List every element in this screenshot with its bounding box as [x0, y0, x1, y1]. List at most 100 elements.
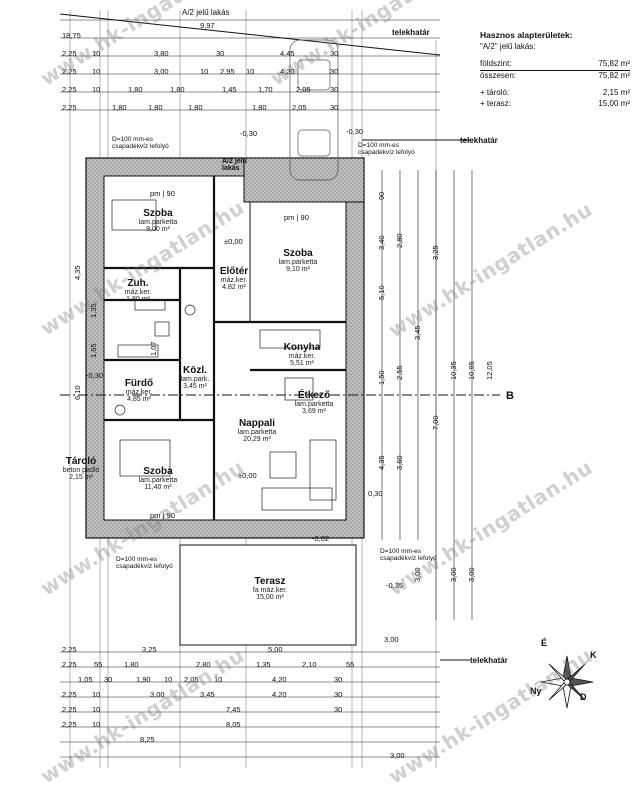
room-floor: lam.parketta: [278, 259, 318, 266]
summary-row: + terasz: 15,00 m²: [480, 99, 630, 108]
room-floor: lam.park.: [180, 376, 210, 383]
room-name: Zuh.: [127, 278, 149, 289]
dim-top-row3-c: 3,00: [154, 67, 169, 76]
room-name: Konyha: [283, 342, 321, 353]
dim-bottom-r5-b: 10: [92, 705, 101, 714]
room-area: 9,00 m²: [146, 226, 170, 233]
dim-bottom-r3-h: 30: [334, 675, 343, 684]
terrace-outline: [179, 544, 357, 646]
dim-bottom-r2-a: 2,25: [62, 660, 77, 669]
dim-bottom-r3-d: 10: [164, 675, 173, 684]
dim-top-row3-a: 2,25: [62, 67, 77, 76]
room-tarolo: Tároló beton padló 2,15 m²: [56, 456, 106, 481]
compass-south: D: [580, 692, 587, 702]
dim-bottom-r3-f: 10: [214, 675, 223, 684]
room-floor: lam.parketta: [237, 429, 277, 436]
floor-plan-drawing: [59, 10, 594, 768]
dim-bottom-r2-b: 55: [94, 660, 103, 669]
summary-row: + tároló: 2,15 m²: [480, 88, 630, 97]
level-main: ±0,00: [238, 471, 257, 480]
dim-bottom-r4-f: 30: [334, 690, 343, 699]
summary-row: összesen: 75,82 m²: [480, 70, 630, 80]
room-area: 4,85 m²: [127, 396, 151, 403]
dim-bottom-r2-g: 55: [346, 660, 355, 669]
dimension-lines-right: [381, 170, 473, 620]
room-area: 2,15 m²: [69, 474, 93, 481]
room-furdo: Fürdő máz.ker. 4,85 m²: [104, 378, 174, 403]
dim-bottom-r1-b: 3,25: [142, 645, 157, 654]
boundary-label-top: telekhatár: [392, 28, 430, 37]
room-floor: máz.ker.: [220, 277, 248, 284]
summary-row-label: összesen:: [480, 71, 517, 80]
dim-top-row4-b: 10: [92, 85, 101, 94]
dim-top-row4b-e: 1,80: [252, 103, 267, 112]
car-outline: [289, 39, 339, 181]
room-name: Étkező: [297, 390, 331, 401]
dim-top-row3-b: 10: [92, 67, 101, 76]
room-area: 11,40 m²: [144, 484, 172, 491]
room-name: Tároló: [65, 456, 97, 467]
gutter-note-1: D=100 mm-es csapadékvíz lefolyó: [112, 136, 169, 151]
dim-right-col1-c: 5,10: [377, 285, 386, 300]
dim-right-col1-e: 4,35: [377, 455, 386, 470]
dim-bottom-r3-c: 1,90: [136, 675, 151, 684]
dim-top-row3-h: 30: [330, 67, 339, 76]
level-plus030: 0,30: [368, 489, 383, 498]
room-szoba-1: Szoba lam.parketta 9,00 m²: [108, 208, 208, 233]
dim-right-col1-d: 1,50: [377, 370, 386, 385]
dim-top-row3-e: 2,95: [220, 67, 235, 76]
dim-right-col3-b: 7,00: [431, 415, 440, 430]
pm-label-1: pm | 90: [150, 189, 175, 198]
dim-top-row4-c: 1,80: [128, 85, 143, 94]
summary-title: Hasznos alapterületek:: [480, 30, 573, 40]
room-name: Fürdő: [124, 378, 154, 389]
room-name: Szoba: [143, 466, 173, 477]
dim-top-total: 18,75: [62, 31, 81, 40]
dim-right-col2-c: 3,60: [395, 455, 404, 470]
dim-right-col5-a: 10,95: [467, 361, 476, 380]
dim-top-row4-e: 1,45: [222, 85, 237, 94]
dim-right-col1-a: 90: [377, 191, 386, 200]
room-kozlekedo: Közl. lam.park. 3,45 m²: [172, 365, 218, 390]
dim-bottom-r7-a: 8,25: [140, 735, 155, 744]
room-konyha: Konyha máz.ker. 5,51 m²: [258, 342, 346, 367]
room-floor: lam.parketta: [294, 401, 334, 408]
room-area: 5,51 m²: [290, 360, 314, 367]
dim-bottom-r4-c: 3,00: [150, 690, 165, 699]
dim-top-row2-d: 30: [216, 49, 225, 58]
dim-top-row4b-d: 1,80: [188, 103, 203, 112]
room-area: 3,45 m²: [183, 383, 207, 390]
dim-top-row4-d: 1,80: [170, 85, 185, 94]
dim-bottom-r4-d: 3,45: [200, 690, 215, 699]
dim-right-col2-b: 2,55: [395, 365, 404, 380]
summary-row-value: 15,00 m²: [598, 99, 630, 108]
dim-bottom-r3-e: 2,05: [184, 675, 199, 684]
dim-bottom-r5-c: 7,45: [226, 705, 241, 714]
furniture: [111, 199, 337, 511]
summary-row-label: földszint:: [480, 59, 512, 68]
dim-bottom-r2-c: 1,80: [124, 660, 139, 669]
dim-bottom-r8-a: 3,00: [390, 751, 405, 760]
gutter-note-4: D=100 mm-es csapadékvíz lefolyó: [380, 548, 437, 563]
apartment-title: A/2 jelű lakás: [182, 8, 230, 17]
neighbor-apartment-label: A/2 jelű lakás: [222, 158, 247, 172]
dim-top-row4b-a: 2,25: [62, 103, 77, 112]
room-floor: lam.parketta: [138, 219, 178, 226]
level-left: -0,30: [86, 371, 104, 380]
dim-bottom-r3-a: 1,05: [78, 675, 93, 684]
dim-bottom-r1-c: 5,00: [268, 645, 283, 654]
room-area: 9,10 m²: [286, 266, 310, 273]
room-floor: fa máz.ker.: [252, 587, 288, 594]
dim-bottom-r3-b: 30: [104, 675, 113, 684]
dim-right-col5-b: 12,05: [485, 361, 494, 380]
dim-top-row2-c: 3,80: [154, 49, 169, 58]
room-eloter: Előtér máz.ker. 4,82 m²: [214, 266, 254, 291]
dim-top-row4b-b: 1,80: [112, 103, 127, 112]
inner-walls: [104, 176, 346, 520]
dim-bottom-r3-g: 4,20: [272, 675, 287, 684]
dim-right-col2-a: 2,80: [395, 233, 404, 248]
room-name: Terasz: [254, 576, 286, 587]
property-boundary: [59, 13, 470, 661]
room-area: 4,82 m²: [222, 284, 246, 291]
compass-north: É: [541, 638, 548, 648]
